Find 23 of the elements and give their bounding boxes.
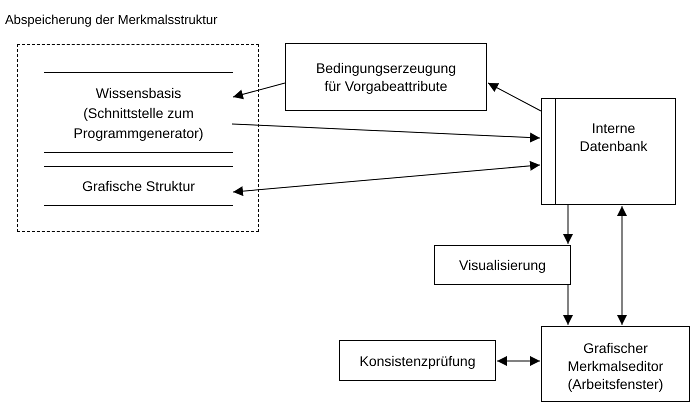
process-box [339,340,496,381]
process-box [434,245,571,285]
database-box [541,98,676,205]
node-label: Visualisierung [459,256,546,274]
arrow [488,82,542,112]
node-label: Konsistenzprüfung [360,352,476,370]
node-label: Grafische Struktur [82,177,195,196]
data-store-band [44,72,233,153]
arrow [496,356,540,366]
arrow [232,82,286,100]
arrow [232,124,540,143]
data-store-band [44,166,233,206]
arrow [232,160,540,196]
process-box [285,43,487,111]
node-label: Wissensbasis (Schnittstelle zum Programmgenerator) [72,84,204,142]
arrow [563,284,573,326]
node-label: Grafischer Merkmalseditor (Arbeitsfenster) [566,339,664,393]
group-heading: Abspeicherung der Merkmalsstruktur [5,11,218,29]
arrow [617,206,627,326]
node-label: Interne Datenbank [578,119,648,155]
arrow [563,204,573,244]
process-box [541,326,690,402]
node-label: Bedingungserzeugung für Vorgabeattribute [314,59,458,95]
